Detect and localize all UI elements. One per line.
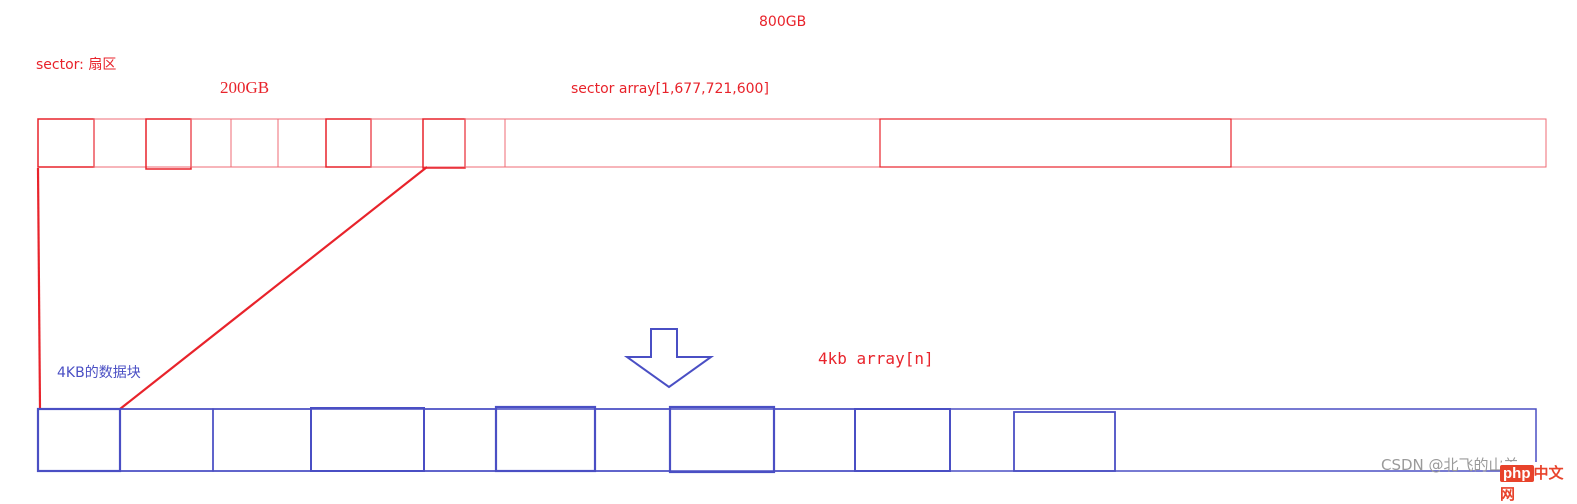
- block-cell: [212, 408, 312, 472]
- sector-cell: [145, 118, 192, 170]
- total-size-label: 800GB: [759, 14, 807, 30]
- sector-cell: [230, 118, 279, 168]
- block-cell: [494, 405, 597, 473]
- mapping-lines: [36, 166, 428, 410]
- storage-mapping-diagram: [36, 118, 1547, 474]
- sector-cell: [464, 118, 506, 168]
- block-cell: [594, 408, 671, 472]
- sector-cell: [325, 118, 372, 168]
- sector-cell: [879, 118, 1232, 168]
- sector-array-label: sector array[1,677,721,600]: [571, 81, 769, 97]
- sector-array-outline: [37, 118, 1547, 168]
- sector-array-row: [37, 118, 1547, 170]
- partition-size-label: 200GB: [220, 78, 270, 97]
- block-cell: [119, 408, 214, 472]
- down-arrow-icon: [623, 328, 715, 389]
- block-cell: [854, 408, 951, 472]
- block-cell: [36, 407, 122, 473]
- sector-cell: [277, 118, 327, 168]
- block-array-row: [36, 405, 1537, 474]
- sector-cell: [37, 118, 95, 168]
- csdn-watermark: CSDN @北飞的山羊: [1381, 456, 1519, 474]
- php-logo-mark: php: [1500, 465, 1534, 482]
- block-cell: [668, 405, 776, 474]
- sector-cell: [422, 118, 466, 169]
- block-cell: [1013, 411, 1116, 472]
- block-array-outline: [37, 408, 1537, 472]
- sector-note-label: sector: 扇区: [36, 57, 117, 73]
- mapping-line-left: [36, 167, 42, 410]
- block-cell: [773, 408, 856, 472]
- block-array-label: 4kb array[n]: [818, 349, 934, 368]
- block-cell: [310, 407, 425, 472]
- mapping-line-diagonal: [119, 166, 428, 410]
- sector-cell: [190, 118, 232, 168]
- block-cell: [423, 408, 497, 472]
- sector-cell: [93, 118, 147, 168]
- block-note-label: 4KB的数据块: [57, 365, 141, 381]
- sector-cell: [370, 118, 424, 168]
